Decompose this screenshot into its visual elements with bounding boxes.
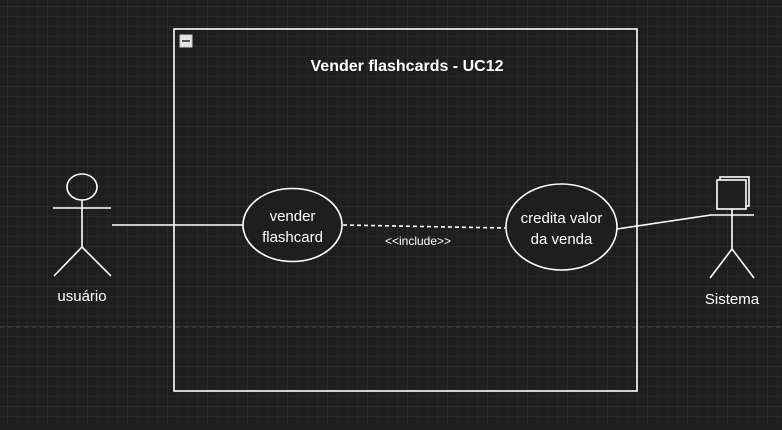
include-relationship-line[interactable] — [342, 224, 506, 229]
use-case-label-line-1: credita valor — [521, 210, 603, 227]
use-case-credita-valor[interactable]: credita valor da venda — [505, 183, 618, 271]
system-actor-icon[interactable] — [709, 176, 755, 279]
use-case-ellipse[interactable] — [242, 187, 343, 263]
include-label: <<include>> — [385, 234, 451, 248]
actor-name: usuário — [57, 288, 106, 305]
use-case-label-line-1: vender — [270, 208, 316, 225]
actor-sistema[interactable]: Sistema — [705, 176, 760, 308]
system-boundary[interactable]: Vender flashcards - UC12 — [173, 28, 638, 392]
collapse-icon[interactable] — [179, 34, 193, 48]
system-boundary-rect[interactable] — [173, 28, 638, 392]
actor-usuario[interactable]: usuário — [53, 173, 112, 305]
use-case-ellipse[interactable] — [505, 183, 618, 271]
use-case-label-line-2: flashcard — [262, 229, 323, 246]
stick-figure-icon[interactable] — [53, 173, 112, 277]
boundary-title: Vender flashcards - UC12 — [311, 58, 504, 75]
use-case-vender-flashcard[interactable]: vender flashcard — [242, 187, 343, 263]
use-case-label-line-2: da venda — [531, 231, 593, 248]
association-line-sistema[interactable] — [616, 214, 712, 230]
actor-name: Sistema — [705, 291, 760, 308]
